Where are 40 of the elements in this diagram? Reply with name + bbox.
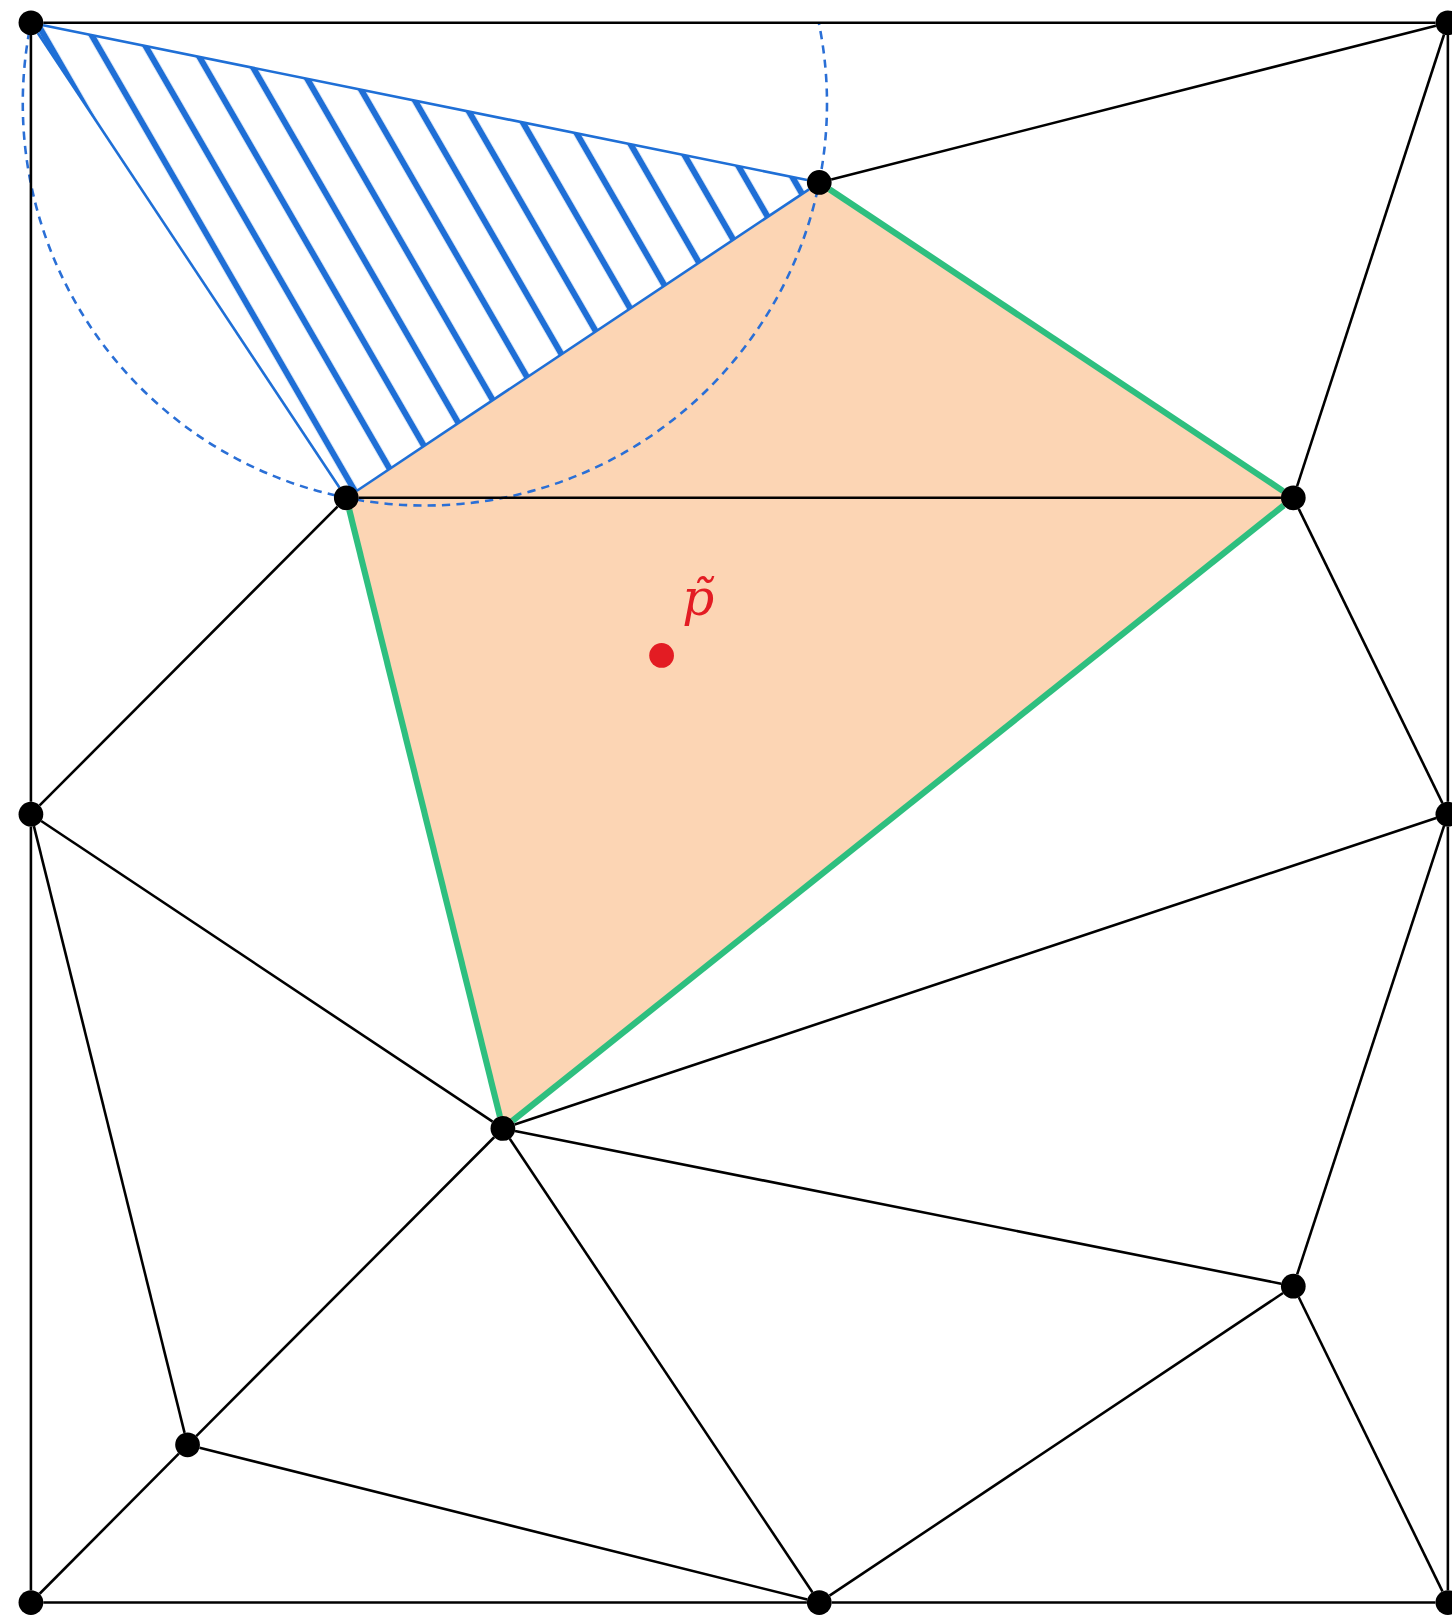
edge-line — [828, 1291, 1284, 1597]
vertex-dot — [806, 170, 832, 195]
vertex-dot — [490, 1116, 516, 1141]
edge-line — [514, 1129, 1282, 1285]
vertex-dot — [175, 1432, 200, 1458]
edge-line — [508, 1138, 814, 1593]
edge-line — [1446, 35, 1450, 802]
vertex-dot — [1280, 1273, 1306, 1299]
edge-line — [38, 505, 339, 807]
vertex-dot — [1280, 485, 1306, 511]
edge-line — [514, 816, 1437, 1126]
vertex-dot — [18, 10, 44, 36]
edge-line — [1295, 825, 1446, 1275]
edge-line — [1446, 826, 1450, 1591]
highlighted-edge — [346, 509, 503, 1118]
edge-line — [358, 496, 1281, 500]
edge-line — [42, 23, 808, 182]
edge-line — [195, 1136, 496, 1437]
edge-line — [830, 24, 1437, 181]
edge-line — [29, 826, 33, 1591]
edge-line — [43, 1601, 807, 1604]
vertex-dot — [333, 485, 359, 511]
edge-line — [1297, 508, 1444, 804]
edge-line — [1297, 1296, 1444, 1592]
edge-line — [199, 1446, 808, 1601]
edge-line — [43, 21, 1436, 25]
highlighted-edge — [827, 186, 1285, 494]
vertex-dot — [18, 1590, 44, 1615]
edge-line — [40, 819, 494, 1123]
edge-line — [355, 188, 810, 493]
edge-line — [29, 35, 33, 802]
edge-line — [32, 825, 186, 1434]
edge-line — [1295, 34, 1446, 487]
vertex-dot — [18, 801, 44, 827]
highlighted-edge — [510, 503, 1286, 1124]
query-point — [649, 643, 674, 668]
edge-line — [38, 1452, 180, 1595]
edge-line — [36, 32, 341, 489]
edge-line — [831, 1601, 1436, 1604]
vertex-dot — [806, 1590, 832, 1615]
